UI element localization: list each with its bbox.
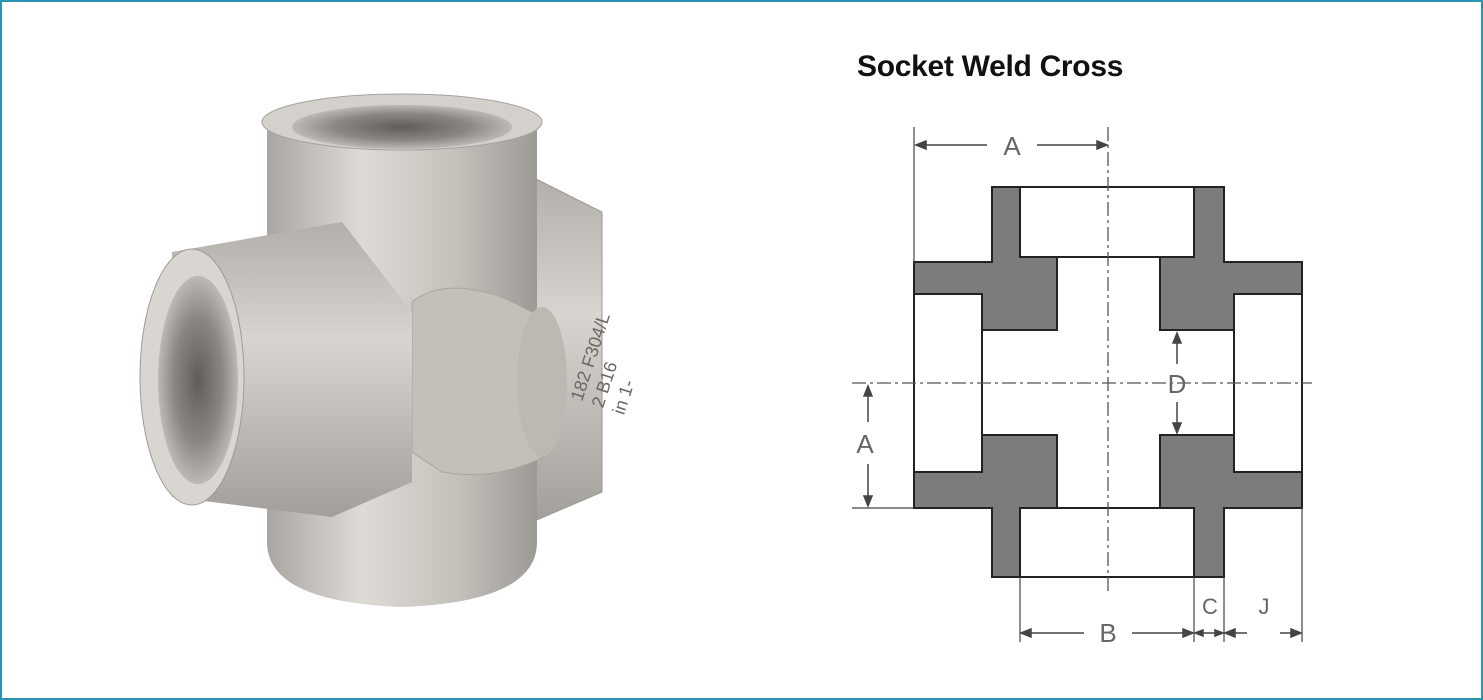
product-photo: 182 F304/L 2 B16 in 1-	[139, 93, 638, 607]
diagram-title: Socket Weld Cross	[857, 50, 1124, 83]
cross-section-diagram: A A D B C J	[852, 127, 1312, 648]
dimension-label-c: C	[1202, 594, 1218, 619]
dimension-label-d: D	[1168, 369, 1187, 399]
dimension-label-j: J	[1259, 594, 1270, 619]
dimension-label-b: B	[1099, 618, 1116, 648]
right-socket-bore	[1233, 293, 1303, 473]
dimension-label-a-top: A	[1003, 131, 1021, 161]
bottom-socket-bore	[1019, 507, 1195, 578]
dimension-label-a-left: A	[856, 429, 874, 459]
top-socket-bore	[1019, 186, 1195, 258]
